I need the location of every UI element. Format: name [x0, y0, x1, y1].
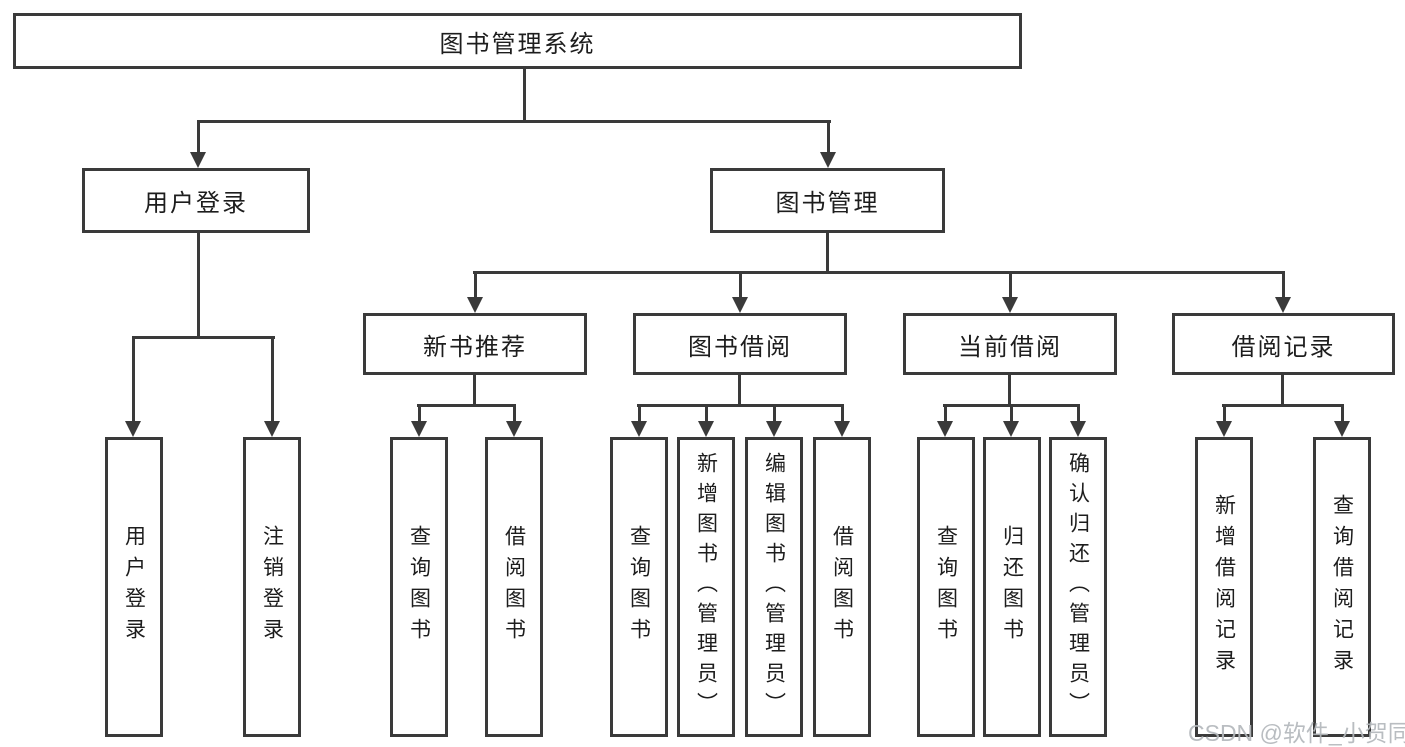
connector-leaf-shaft	[944, 404, 947, 423]
arrow-down-icon	[1334, 421, 1350, 437]
leaf-borrowing-query-books-label: 查询图书	[627, 525, 651, 649]
connector-leaf-shaft	[705, 404, 708, 423]
connector-leaf-shaft	[418, 404, 421, 423]
arrow-down-icon	[411, 421, 427, 437]
connector-leaf-shaft	[841, 404, 844, 423]
arrow-down-icon	[1275, 297, 1291, 313]
connector-leaf-shaft	[773, 404, 776, 423]
connector-l3-shaft	[1282, 271, 1285, 299]
arrow-down-icon	[264, 421, 280, 437]
node-user-login: 用户登录	[82, 168, 310, 233]
leaf-recommend-borrow-books: 借阅图书	[485, 437, 543, 737]
connector-user-login-drop	[197, 233, 200, 337]
connector-current-drop	[1008, 374, 1011, 406]
connector-leaf-shaft	[132, 336, 135, 422]
node-current-borrowing-label: 当前借阅	[958, 333, 1062, 361]
connector-recommend-drop	[473, 374, 476, 406]
connector-leaf-shaft	[271, 336, 274, 422]
connector-leaf-shaft	[513, 404, 516, 423]
leaf-current-query-books-label: 查询图书	[934, 525, 958, 649]
connector-root-drop	[523, 69, 526, 121]
connector-records-drop	[1281, 374, 1284, 406]
node-borrowing-records: 借阅记录	[1172, 313, 1395, 375]
leaf-user-login-label: 用户登录	[122, 525, 146, 649]
connector-book-mgmt-horizontal	[473, 271, 1285, 274]
node-library-management-system: 图书管理系统	[13, 13, 1022, 69]
arrow-down-icon	[698, 421, 714, 437]
arrow-down-icon	[506, 421, 522, 437]
node-book-borrowing-label: 图书借阅	[688, 333, 792, 361]
arrow-down-icon	[937, 421, 953, 437]
connector-leaf-shaft	[1223, 404, 1226, 423]
leaf-records-query-record: 查询借阅记录	[1313, 437, 1371, 737]
leaf-current-confirm-return-admin: 确认归还（管理员）	[1049, 437, 1107, 737]
leaf-borrowing-borrow-books: 借阅图书	[813, 437, 871, 737]
connector-l3-shaft	[739, 271, 742, 299]
arrow-down-icon	[631, 421, 647, 437]
arrow-down-icon	[1003, 421, 1019, 437]
arrow-down-icon	[820, 152, 836, 168]
node-current-borrowing: 当前借阅	[903, 313, 1117, 375]
connector-l3-shaft	[474, 271, 477, 299]
node-user-login-label: 用户登录	[144, 190, 248, 217]
leaf-borrowing-query-books: 查询图书	[610, 437, 668, 737]
leaf-current-return-books: 归还图书	[983, 437, 1041, 737]
connector-leaf-shaft	[1010, 404, 1013, 423]
connector-book-mgmt-shaft	[827, 120, 830, 153]
leaf-borrowing-add-books-admin: 新增图书（管理员）	[677, 437, 735, 737]
leaf-recommend-query-books-label: 查询图书	[407, 525, 431, 649]
leaf-current-return-books-label: 归还图书	[1000, 525, 1024, 649]
arrow-down-icon	[1002, 297, 1018, 313]
node-book-management-label: 图书管理	[775, 190, 880, 217]
leaf-current-query-books: 查询图书	[917, 437, 975, 737]
node-new-book-recommendation: 新书推荐	[363, 313, 587, 375]
leaf-current-confirm-return-admin-label: 确认归还（管理员）	[1066, 452, 1090, 722]
csdn-watermark: CSDN @软件_小贺同学	[1188, 720, 1405, 746]
leaf-records-query-record-label: 查询借阅记录	[1330, 494, 1354, 680]
leaf-borrowing-add-books-admin-label: 新增图书（管理员）	[694, 452, 718, 722]
arrow-down-icon	[190, 152, 206, 168]
leaf-borrowing-edit-books-admin: 编辑图书（管理员）	[745, 437, 803, 737]
arrow-down-icon	[467, 297, 483, 313]
connector-leaf-shaft	[1341, 404, 1344, 423]
connector-book-mgmt-drop	[826, 233, 829, 272]
leaf-recommend-borrow-books-label: 借阅图书	[502, 525, 526, 649]
connector-borrowing-drop	[738, 374, 741, 406]
arrow-down-icon	[766, 421, 782, 437]
node-book-borrowing: 图书借阅	[633, 313, 847, 375]
connector-user-login-horizontal	[132, 336, 275, 339]
node-book-management: 图书管理	[710, 168, 945, 233]
connector-leaf-shaft	[638, 404, 641, 423]
leaf-logout-label: 注销登录	[260, 525, 284, 649]
connector-recommend-horizontal	[417, 404, 516, 407]
connector-borrowing-horizontal	[637, 404, 844, 407]
node-library-management-system-label: 图书管理系统	[439, 30, 596, 58]
node-borrowing-records-label: 借阅记录	[1231, 333, 1336, 361]
arrow-down-icon	[732, 297, 748, 313]
arrow-down-icon	[1070, 421, 1086, 437]
arrow-down-icon	[834, 421, 850, 437]
connector-leaf-shaft	[1077, 404, 1080, 423]
leaf-borrowing-borrow-books-label: 借阅图书	[830, 525, 854, 649]
leaf-borrowing-edit-books-admin-label: 编辑图书（管理员）	[762, 452, 786, 722]
arrow-down-icon	[125, 421, 141, 437]
connector-l3-shaft	[1009, 271, 1012, 299]
leaf-recommend-query-books: 查询图书	[390, 437, 448, 737]
leaf-user-login: 用户登录	[105, 437, 163, 737]
node-new-book-recommendation-label: 新书推荐	[423, 333, 527, 361]
arrow-down-icon	[1216, 421, 1232, 437]
connector-records-horizontal	[1222, 404, 1344, 407]
leaf-records-add-record: 新增借阅记录	[1195, 437, 1253, 737]
connector-root-horizontal	[197, 120, 831, 123]
leaf-records-add-record-label: 新增借阅记录	[1212, 494, 1236, 680]
leaf-logout: 注销登录	[243, 437, 301, 737]
connector-user-login-shaft	[197, 120, 200, 153]
